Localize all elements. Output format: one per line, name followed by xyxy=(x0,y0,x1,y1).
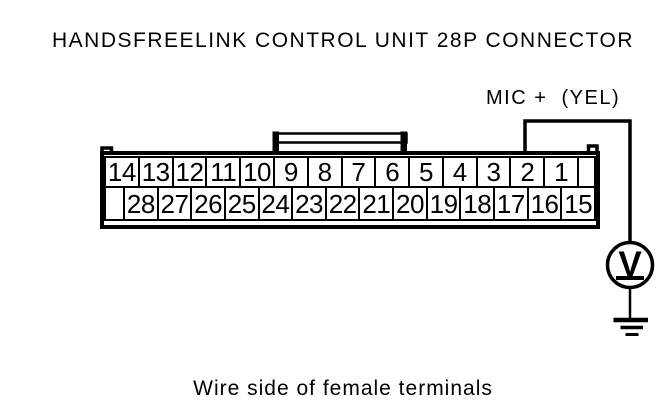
pin-cell: 25 xyxy=(225,188,258,219)
pin-cell: 22 xyxy=(326,188,359,219)
pin-cell: 24 xyxy=(259,188,292,219)
pin-cell: 14 xyxy=(106,158,138,186)
connector-body: 14 13 12 11 10 9 8 7 6 5 xyxy=(100,151,600,229)
pin-cell: 13 xyxy=(139,158,172,186)
pin-cell: 23 xyxy=(293,188,325,219)
pin-cell: 26 xyxy=(192,188,224,219)
ground-icon xyxy=(613,317,648,336)
pin-cell: 11 xyxy=(207,158,240,186)
pin-grid: 14 13 12 11 10 9 8 7 6 5 xyxy=(104,156,596,221)
connector-latch xyxy=(272,131,408,153)
pin-row-bottom: 28 27 26 25 24 23 22 21 20 19 xyxy=(106,188,594,219)
pin-cell: 6 xyxy=(376,158,409,186)
pin-cell: 1 xyxy=(545,158,577,186)
pin-cell: 2 xyxy=(511,158,544,186)
pin-cell: 12 xyxy=(173,158,206,186)
pin-cell: 17 xyxy=(495,188,527,219)
pin-cell: 18 xyxy=(461,188,494,219)
pin-cell: 28 xyxy=(125,188,157,219)
pin-cell: 8 xyxy=(308,158,341,186)
pin-cell: 9 xyxy=(274,158,307,186)
pin-row-top: 14 13 12 11 10 9 8 7 6 5 xyxy=(106,158,594,186)
pin-cell: 5 xyxy=(410,158,442,186)
diagram-caption: Wire side of female terminals xyxy=(193,377,493,400)
pin-cell: 21 xyxy=(360,188,393,219)
pin-cell: 16 xyxy=(528,188,561,219)
voltmeter-symbol: V xyxy=(618,245,642,284)
pin-cell: 4 xyxy=(443,158,476,186)
pin-cell: 20 xyxy=(394,188,426,219)
pin-cell: 7 xyxy=(342,158,375,186)
pin-cell: 10 xyxy=(241,158,273,186)
wire-signal-label: MIC + (YEL) xyxy=(486,87,621,109)
voltmeter-icon: V xyxy=(605,240,655,290)
diagram-title: HANDSFREELINK CONTROL UNIT 28P CONNECTOR xyxy=(52,29,634,52)
pin-cell: 15 xyxy=(562,188,594,219)
pin-cell: 27 xyxy=(158,188,191,219)
pin-cell xyxy=(106,188,123,219)
pin-cell: 19 xyxy=(427,188,460,219)
pin-cell xyxy=(579,158,594,186)
pin-cell: 3 xyxy=(477,158,510,186)
